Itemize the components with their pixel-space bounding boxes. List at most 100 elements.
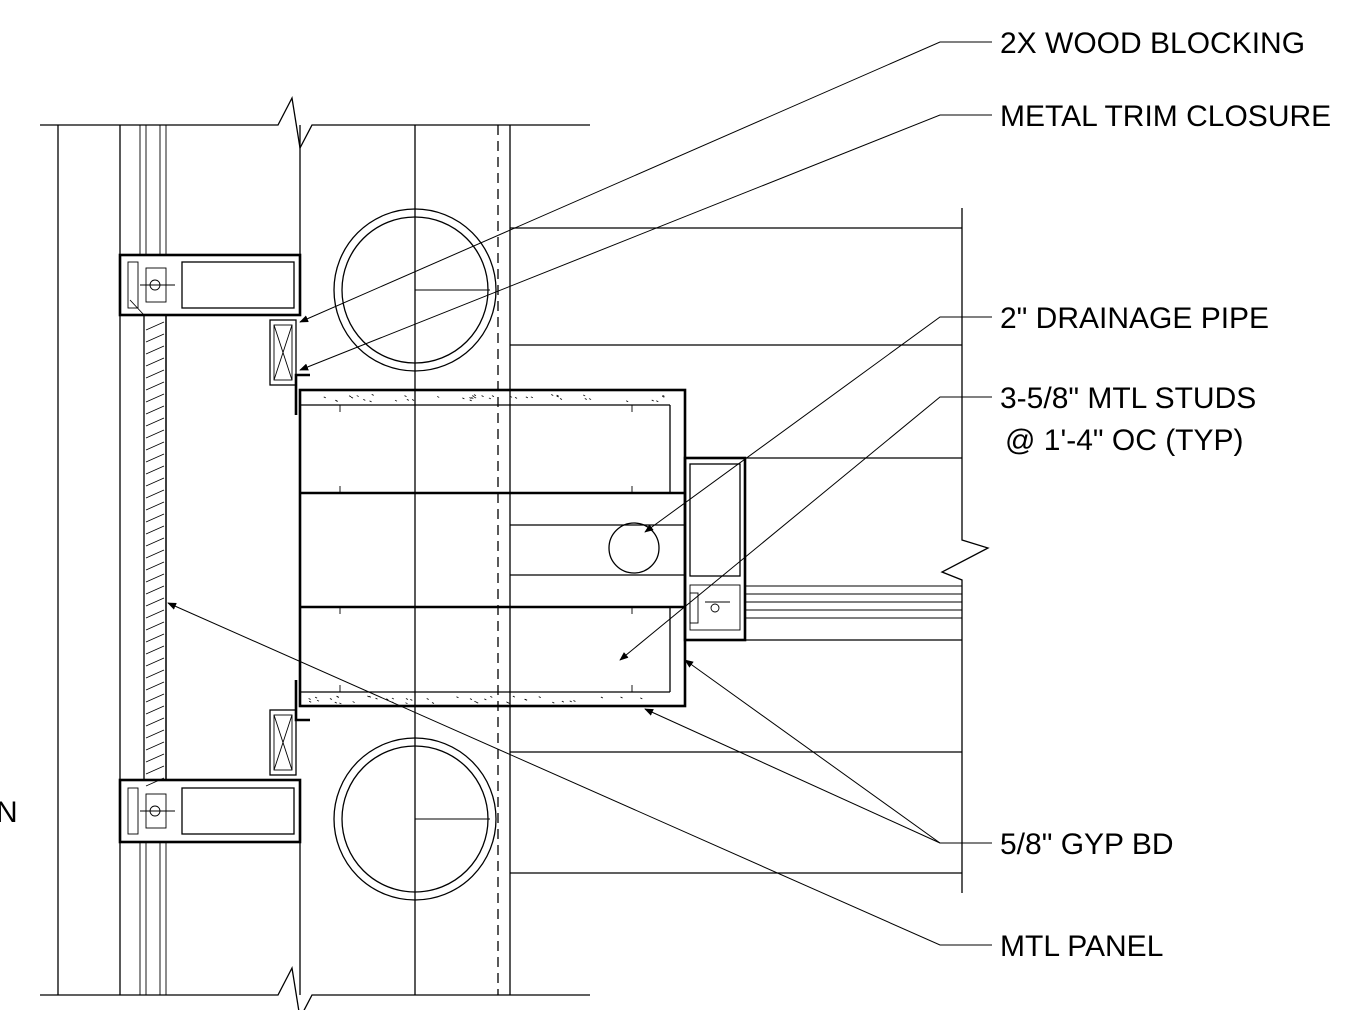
- gyp-speckle: [514, 397, 518, 399]
- bottom-aluminum-frame: [118, 778, 302, 844]
- gyp-speckle: [405, 698, 409, 700]
- panel-hatch-line: [145, 417, 165, 427]
- gyp-speckle: [352, 701, 355, 703]
- gyp-speckle: [573, 700, 576, 702]
- gyp-speckle: [314, 696, 318, 699]
- label-mtl-studs-spacing: @ 1'-4" OC (TYP): [1005, 424, 1244, 457]
- gyp-board-enclosure: [298, 388, 687, 708]
- gyp-speckle: [405, 702, 408, 705]
- gyp-speckle: [552, 701, 555, 704]
- leader-gyp-bd: [644, 659, 992, 844]
- gyp-speckle: [625, 400, 629, 403]
- gyp-speckle: [569, 700, 572, 703]
- drainage-pipe: [510, 522, 685, 576]
- gyp-speckle: [369, 400, 372, 403]
- gyp-speckle: [507, 701, 510, 704]
- gyp-speckle: [556, 395, 559, 398]
- panel-hatch-line: [145, 621, 165, 631]
- gyp-speckle: [316, 699, 320, 702]
- wood-blocking-top: [269, 319, 297, 386]
- panel-hatch-line: [145, 693, 165, 703]
- gyp-speckle: [411, 399, 415, 401]
- panel-hatch-line: [145, 429, 165, 439]
- panel-hatch-line: [145, 765, 165, 775]
- gyp-speckle: [473, 394, 477, 396]
- gyp-speckle: [600, 696, 604, 699]
- gyp-speckle: [410, 699, 413, 701]
- panel-hatch-line: [145, 633, 165, 643]
- gyp-speckle: [472, 395, 475, 397]
- gyp-speckle: [509, 395, 513, 398]
- gyp-speckle: [481, 395, 484, 398]
- gyp-speckle: [559, 398, 563, 400]
- panel-hatch-line: [145, 465, 165, 475]
- panel-hatch-line: [145, 501, 165, 511]
- metal-trim-closure: [294, 373, 310, 722]
- gyp-speckle: [308, 698, 311, 700]
- gyp-speckle: [551, 394, 554, 396]
- gyp-speckle: [582, 394, 586, 397]
- gyp-speckle: [431, 702, 435, 704]
- gyp-speckle: [469, 399, 472, 402]
- panel-hatch-line: [145, 369, 165, 379]
- panel-hatch-line: [145, 741, 165, 751]
- gyp-speckle: [662, 395, 665, 398]
- gyp-speckle: [386, 698, 389, 701]
- gyp-speckle: [662, 394, 665, 397]
- label-drainage-pipe: 2" DRAINAGE PIPE: [1000, 302, 1269, 335]
- panel-hatch-line: [145, 381, 165, 391]
- gyp-speckle: [348, 395, 352, 398]
- leader-drainage-pipe: [644, 316, 992, 533]
- gyp-speckle: [488, 397, 492, 400]
- panel-hatch-line: [145, 753, 165, 763]
- gyp-speckle: [640, 697, 643, 700]
- panel-hatch-line: [145, 561, 165, 571]
- panel-hatch-line: [145, 549, 165, 559]
- panel-hatch-line: [145, 705, 165, 715]
- steel-column: [510, 208, 990, 893]
- panel-hatch-line: [145, 717, 165, 727]
- bottom-break-line: [40, 965, 590, 1010]
- gyp-speckle: [556, 394, 559, 397]
- gyp-speckle: [367, 695, 370, 698]
- leader-wood-blocking: [299, 41, 992, 323]
- label-metal-trim-closure: METAL TRIM CLOSURE: [1000, 100, 1331, 133]
- gyp-speckle: [588, 398, 592, 400]
- gyp-speckle: [456, 696, 459, 699]
- wood-blocking-bottom: [269, 709, 297, 776]
- leader-mtl-panel: [167, 602, 992, 946]
- gyp-speckle: [512, 695, 516, 698]
- panel-hatch-line: [145, 345, 165, 355]
- gyp-speckle: [371, 393, 374, 396]
- leader-metal-trim: [299, 114, 992, 371]
- gyp-speckle: [350, 396, 354, 399]
- gyp-speckle: [469, 698, 473, 700]
- gyp-speckle: [474, 700, 477, 703]
- gyp-speckle: [473, 396, 477, 399]
- panel-hatch-line: [145, 777, 165, 787]
- gyp-speckle: [491, 395, 495, 398]
- panel-hatch-line: [145, 477, 165, 487]
- panel-hatch-line: [145, 669, 165, 679]
- panel-hatch-line: [145, 525, 165, 535]
- gyp-speckle: [394, 399, 398, 402]
- gyp-speckle: [404, 395, 407, 398]
- gyp-speckle: [651, 399, 654, 402]
- label-cut-off-letter: N: [0, 796, 18, 829]
- gyp-speckle: [620, 696, 623, 699]
- panel-hatch-line: [145, 537, 165, 547]
- gyp-speckle: [368, 695, 372, 698]
- panel-hatch-line: [145, 681, 165, 691]
- gyp-speckle: [375, 697, 378, 700]
- panel-hatch-line: [145, 333, 165, 343]
- gyp-speckle: [335, 400, 338, 402]
- pipe-bottom: [333, 737, 497, 901]
- gyp-speckle: [584, 398, 587, 400]
- gyp-speckle: [363, 399, 366, 401]
- gyp-speckle: [524, 698, 528, 701]
- label-mtl-studs: 3-5/8" MTL STUDS: [1000, 382, 1256, 415]
- gyp-speckle: [406, 399, 410, 401]
- panel-hatch-line: [145, 657, 165, 667]
- gyp-speckle: [561, 700, 565, 703]
